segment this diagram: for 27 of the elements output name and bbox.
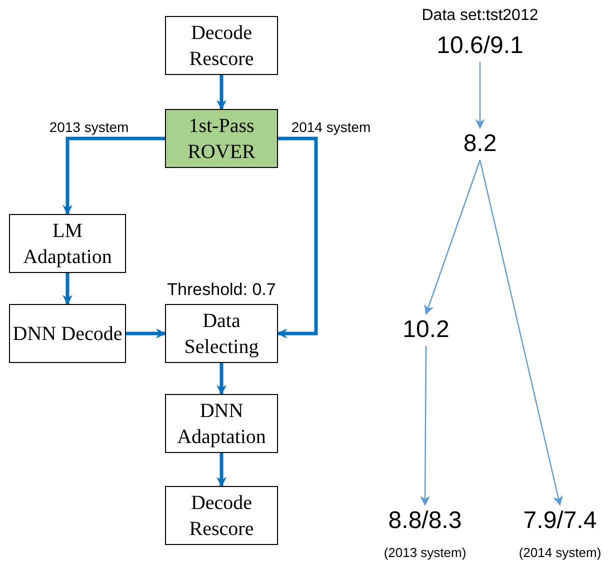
result-value: 8.2 xyxy=(455,128,505,160)
arrow xyxy=(277,136,318,338)
node-caption: (2013 system) xyxy=(382,544,468,562)
arrow xyxy=(126,328,166,338)
arrow xyxy=(62,273,72,305)
process-box: 1st-Pass ROVER xyxy=(165,109,278,168)
arrow xyxy=(479,160,563,506)
process-box: DNN Decode xyxy=(9,304,126,363)
arrow xyxy=(475,62,485,129)
process-box: Decode Rescore xyxy=(165,486,278,545)
process-box: LM Adaptation xyxy=(9,214,126,273)
node-caption: (2014 system) xyxy=(518,544,602,562)
node-caption: Threshold: 0.7 xyxy=(166,280,277,300)
arrow xyxy=(424,160,481,315)
node-caption: Data set:tst2012 xyxy=(420,6,540,26)
result-value: 8.8/8.3 xyxy=(375,505,475,537)
arrow xyxy=(216,363,226,395)
arrow xyxy=(62,136,165,215)
result-value: 10.2 xyxy=(395,314,457,346)
arrow xyxy=(216,453,226,487)
process-box: Decode Rescore xyxy=(165,16,278,75)
result-value: 7.9/7.4 xyxy=(512,505,608,537)
arrow xyxy=(216,75,226,110)
result-value: 10.6/9.1 xyxy=(425,30,535,62)
process-box: DNN Adaptation xyxy=(165,394,278,453)
process-box: Data Selecting xyxy=(165,304,278,363)
arrow xyxy=(420,346,430,506)
